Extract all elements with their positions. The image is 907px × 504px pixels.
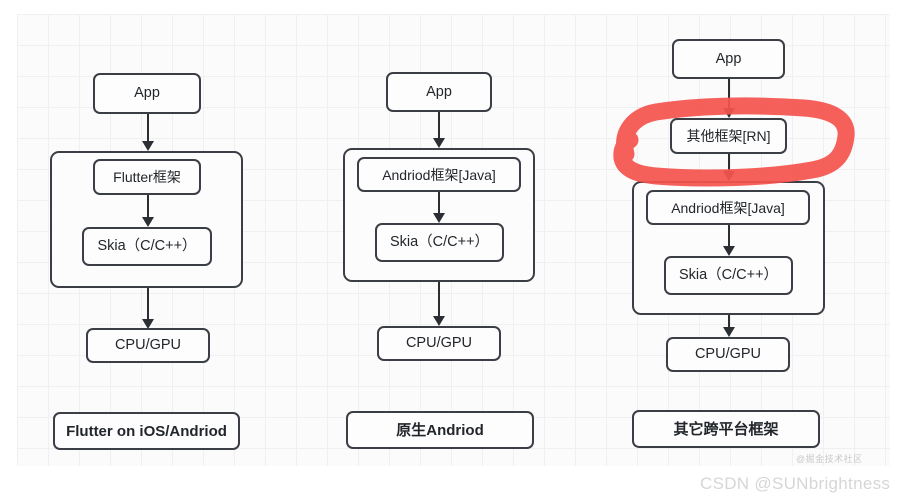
- cross-app-box: App: [672, 39, 785, 79]
- flutter-framework-label: Flutter框架: [113, 169, 181, 185]
- native-app-to-group-arrow: [432, 112, 446, 148]
- cross-caption-box: 其它跨平台框架: [632, 410, 820, 448]
- native-hardware-box: CPU/GPU: [377, 326, 501, 361]
- native-app-box: App: [386, 72, 492, 112]
- cross-framework-label: Andriod框架[Java]: [671, 199, 785, 216]
- csdn-watermark: CSDN @SUNbrightness: [700, 474, 891, 493]
- cross-hardware-label: CPU/GPU: [694, 346, 762, 363]
- native-app-label: App: [426, 83, 452, 100]
- cross-framework-box: Andriod框架[Java]: [646, 190, 810, 225]
- native-caption-label: 原生Andriod: [396, 421, 484, 439]
- native-skia-label: Skia（C/C++）: [389, 234, 490, 251]
- flutter-framework-to-skia-arrow: [141, 195, 155, 227]
- flutter-skia-box: Skia（C/C++）: [82, 227, 212, 266]
- flutter-framework-box: Flutter框架: [93, 159, 201, 195]
- flutter-caption-box: Flutter on iOS/Andriod: [53, 412, 240, 450]
- native-framework-box: Andriod框架[Java]: [357, 157, 521, 192]
- cross-app-label: App: [715, 50, 742, 67]
- flutter-app-label: App: [134, 85, 160, 102]
- cross-group-to-cpu-arrow: [722, 315, 736, 337]
- cross-bridge-label: 其他框架[RN]: [686, 128, 771, 144]
- flutter-skia-label: Skia（C/C++）: [97, 238, 197, 255]
- cross-app-to-bridge-arrow: [722, 79, 736, 118]
- cross-hardware-box: CPU/GPU: [666, 337, 790, 372]
- flutter-app-to-group-arrow: [141, 114, 155, 151]
- native-framework-to-skia-arrow: [432, 192, 446, 223]
- cross-skia-box: Skia（C/C++）: [664, 256, 793, 295]
- cross-caption-label: 其它跨平台框架: [673, 420, 779, 438]
- cross-bridge-box: 其他框架[RN]: [670, 118, 787, 154]
- cross-skia-label: Skia（C/C++）: [678, 267, 779, 284]
- native-skia-box: Skia（C/C++）: [375, 223, 504, 262]
- cross-bridge-to-group-arrow: [722, 154, 736, 181]
- native-hardware-label: CPU/GPU: [405, 335, 473, 352]
- flutter-hardware-label: CPU/GPU: [114, 337, 182, 354]
- flutter-caption-label: Flutter on iOS/Andriod: [66, 422, 227, 440]
- native-caption-box: 原生Andriod: [346, 411, 534, 449]
- native-group-to-cpu-arrow: [432, 282, 446, 326]
- native-framework-label: Andriod框架[Java]: [382, 166, 496, 183]
- flutter-app-box: App: [93, 73, 201, 114]
- flutter-group-to-cpu-arrow: [141, 288, 155, 329]
- juejin-watermark: @掘金技术社区: [796, 454, 863, 464]
- cross-framework-to-skia-arrow: [722, 225, 736, 256]
- flutter-hardware-box: CPU/GPU: [86, 328, 210, 363]
